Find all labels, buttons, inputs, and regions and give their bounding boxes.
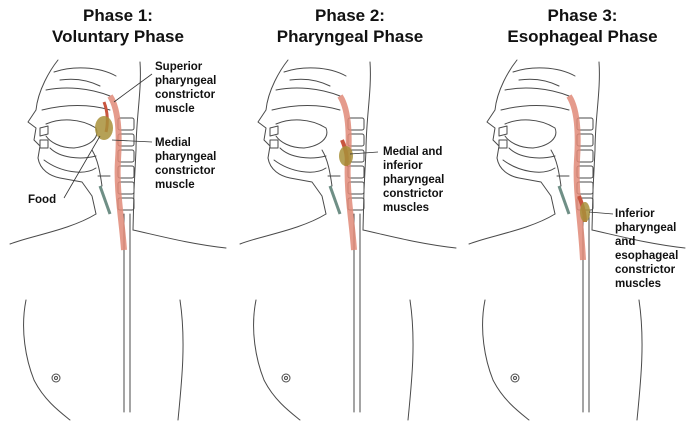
label-line: inferior	[383, 159, 444, 173]
label-line: constrictor	[383, 187, 444, 201]
inferior-pharyngeal-esophageal-constrictor-label: Inferior pharyngeal and esophageal const…	[615, 207, 678, 291]
label-line: muscles	[383, 201, 444, 215]
label-line: constrictor	[155, 164, 216, 178]
medial-inferior-pharyngeal-constrictor-label: Medial and inferior pharyngeal constrict…	[383, 145, 444, 215]
label-line: constrictor	[155, 88, 216, 102]
label-line: muscle	[155, 102, 216, 116]
label-line: and	[615, 235, 678, 249]
medial-pharyngeal-constrictor-label: Medial pharyngeal constrictor muscle	[155, 136, 216, 192]
label-line: pharyngeal	[383, 173, 444, 187]
label-line: muscle	[155, 178, 216, 192]
label-line: Inferior	[615, 207, 678, 221]
label-line: pharyngeal	[155, 74, 216, 88]
label-line: Medial	[155, 136, 216, 150]
label-line: esophageal	[615, 249, 678, 263]
label-line: constrictor	[615, 263, 678, 277]
label-line: Superior	[155, 60, 216, 74]
food-label: Food	[28, 193, 56, 207]
label-line: pharyngeal	[615, 221, 678, 235]
label-line: Medial and	[383, 145, 444, 159]
label-line: pharyngeal	[155, 150, 216, 164]
food-label-text: Food	[28, 193, 56, 207]
superior-pharyngeal-constrictor-label: Superior pharyngeal constrictor muscle	[155, 60, 216, 116]
label-line: muscles	[615, 277, 678, 291]
